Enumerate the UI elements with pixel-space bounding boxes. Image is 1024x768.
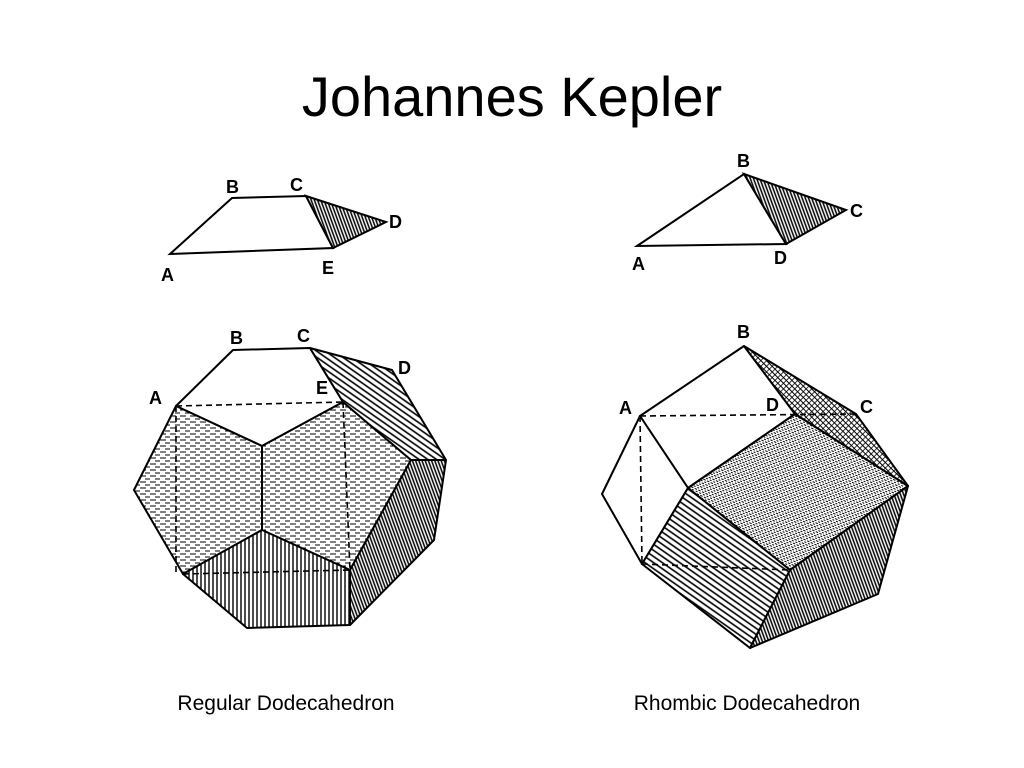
rhombic-top-sketch — [633, 172, 849, 248]
rhombic-top-label-d: D — [774, 248, 787, 268]
rhombic-solid-label-b: B — [737, 322, 750, 342]
rhombic-top-label-a: A — [632, 254, 645, 274]
regular-dodecahedron — [133, 347, 447, 629]
regular-solid-label-d: D — [398, 358, 411, 378]
regular-top-label-c: C — [290, 175, 303, 195]
regular-solid-label-b: B — [230, 328, 243, 348]
regular-top-label-a: A — [161, 265, 174, 285]
regular-dodecahedron-caption: Regular Dodecahedron — [177, 692, 395, 715]
rhombic-dodecahedron-hidden-edges — [639, 413, 857, 571]
regular-solid-label-e: E — [316, 378, 328, 398]
rhombic-top-label-b: B — [737, 151, 750, 171]
rhombic-dodecahedron — [601, 345, 909, 649]
rhombic-solid-label-d: D — [766, 395, 779, 415]
regular-dodecahedron-hidden-edges — [175, 401, 351, 575]
regular-top-label-e: E — [322, 258, 334, 278]
rhombic-dodecahedron-caption: Rhombic Dodecahedron — [633, 692, 861, 715]
rhombic-solid-label-c: C — [860, 397, 873, 417]
regular-solid-label-a: A — [149, 388, 162, 408]
rhombic-top-label-c: C — [850, 201, 863, 221]
regular-top-label-b: B — [226, 177, 239, 197]
rhombic-solid-label-a: A — [619, 398, 632, 418]
regular-top-label-d: D — [389, 212, 402, 232]
regular-solid-label-c: C — [297, 326, 310, 346]
regular-top-sketch — [167, 194, 389, 256]
slide-title: Johannes Kepler — [301, 65, 723, 128]
